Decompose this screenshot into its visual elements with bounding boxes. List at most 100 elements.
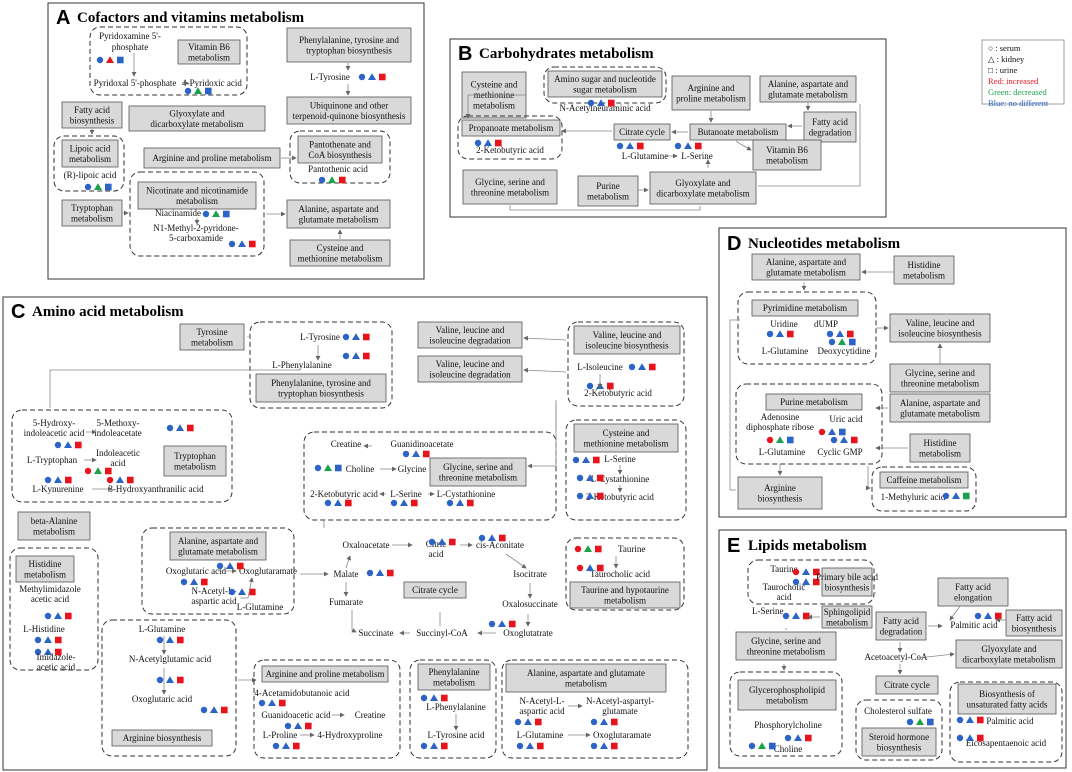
serum-marker bbox=[974, 612, 982, 620]
legend-no-different: Blue: no different bbox=[988, 98, 1049, 108]
pathway-box-label: beta-Alanine bbox=[31, 516, 77, 526]
urine-marker bbox=[177, 676, 184, 684]
urine-marker bbox=[805, 734, 812, 742]
urine-marker bbox=[977, 734, 984, 742]
label: cis-Aconitate bbox=[476, 540, 524, 550]
label: dUMP bbox=[814, 319, 838, 329]
label: L-Glutamine bbox=[759, 447, 806, 457]
pathway-box-label: Phenylalanine bbox=[429, 667, 480, 677]
urine-marker bbox=[509, 620, 516, 628]
kidney-marker bbox=[586, 474, 594, 481]
urine-marker bbox=[595, 545, 602, 553]
arginine-pro-group bbox=[253, 659, 401, 759]
legend-kidney: △ : kidney bbox=[988, 54, 1025, 64]
pathway-box-label: Alanine, aspartate and bbox=[298, 204, 379, 214]
urine-marker bbox=[379, 73, 386, 81]
kidney-marker bbox=[294, 722, 302, 729]
pathway-box-label: glutamate metabolism bbox=[768, 89, 848, 99]
panel-letter: B bbox=[458, 43, 472, 65]
label: Oxaloacetate bbox=[343, 540, 390, 550]
pathway-box-label: metabolism bbox=[24, 569, 66, 579]
pathway-box bbox=[255, 373, 387, 403]
label: L-Glutamine bbox=[517, 730, 564, 740]
urine-marker bbox=[345, 499, 352, 507]
pathway-box-label: Alanine, aspartate and bbox=[768, 79, 849, 89]
pathway-box-label: Purine bbox=[596, 181, 620, 191]
urine-marker bbox=[995, 612, 1002, 620]
pathway-box-label: metabolism bbox=[433, 677, 475, 687]
urine-marker bbox=[499, 534, 506, 542]
kidney-marker bbox=[952, 492, 960, 499]
kidney-marker bbox=[352, 333, 360, 340]
pathway-box bbox=[286, 199, 391, 229]
purine-group bbox=[735, 383, 883, 465]
pathway-box bbox=[879, 471, 969, 489]
pathway-box-label: metabolism bbox=[71, 213, 113, 223]
pathway-box bbox=[429, 457, 527, 487]
serum-marker bbox=[318, 176, 326, 184]
serum-marker bbox=[574, 545, 582, 553]
pathway-box bbox=[821, 567, 873, 597]
serum-marker bbox=[628, 363, 636, 371]
urine-marker bbox=[593, 456, 600, 464]
pathway-box bbox=[169, 531, 267, 561]
pathway-box bbox=[417, 355, 523, 383]
histidine-group bbox=[9, 547, 99, 671]
pathway-box-label: glutamate metabolism bbox=[178, 546, 258, 556]
label: Palmitic acid bbox=[986, 716, 1034, 726]
label: L-Serine bbox=[390, 489, 422, 499]
pathway-box-label: Propanoate metabolism bbox=[469, 123, 554, 133]
serum-marker bbox=[258, 699, 266, 707]
urine-marker bbox=[769, 742, 776, 750]
pathway-box-label: methionine metabolism bbox=[584, 438, 669, 448]
pathway-box bbox=[128, 105, 266, 132]
urine-marker bbox=[611, 718, 618, 726]
serum-marker bbox=[826, 330, 834, 338]
serum-marker bbox=[184, 87, 192, 95]
label: L-Histidine bbox=[23, 624, 65, 634]
pathway-box-label: metabolism bbox=[587, 191, 629, 201]
pathway-box bbox=[547, 70, 663, 98]
serum-marker bbox=[84, 183, 92, 191]
serum-marker bbox=[358, 73, 366, 81]
label: Creatine bbox=[331, 439, 362, 449]
urine-marker bbox=[535, 718, 542, 726]
pyrimidine-group bbox=[737, 291, 877, 365]
pathway-box-label: Alanine, aspartate and bbox=[766, 257, 847, 267]
urine-marker bbox=[237, 562, 244, 570]
label: L-Tyrosine bbox=[310, 72, 350, 82]
pathway-box-label: glutamate metabolism bbox=[900, 408, 980, 418]
label: N1-Methyl-2-pyridone- bbox=[153, 223, 238, 233]
pathway-box-label: Arginine and bbox=[687, 83, 735, 93]
kidney-marker bbox=[586, 492, 594, 499]
pathway-box-label: Glycine, serine and bbox=[475, 177, 545, 187]
serum-marker bbox=[514, 718, 522, 726]
serum-marker bbox=[428, 538, 436, 546]
pathway-box-label: metabolism bbox=[69, 154, 111, 164]
serum-marker bbox=[228, 240, 236, 248]
label: Succinyl-CoA bbox=[416, 628, 468, 638]
urine-marker bbox=[597, 492, 604, 500]
kidney-marker bbox=[116, 476, 124, 483]
pathway-box-label: Valine, leucine and bbox=[906, 318, 975, 328]
kidney-marker bbox=[54, 612, 62, 619]
urine-marker bbox=[537, 742, 544, 750]
serum-marker bbox=[34, 648, 42, 656]
pathway-box-label: Purine metabolism bbox=[780, 397, 848, 407]
label: L-Isoleucine bbox=[577, 362, 622, 372]
pathway-box-label: dicarboxylate metabolism bbox=[150, 119, 243, 129]
urine-marker bbox=[849, 338, 856, 346]
kidney-marker bbox=[324, 464, 332, 471]
serum-marker bbox=[180, 578, 188, 586]
pathway-box bbox=[177, 39, 241, 65]
pathway-box-label: metabolism bbox=[174, 461, 216, 471]
label: N-Acetylglutamic acid bbox=[129, 654, 212, 664]
pathway-box-label: Vitamin B6 bbox=[188, 42, 230, 52]
serum-marker bbox=[156, 636, 164, 644]
kidney-marker bbox=[584, 545, 592, 552]
serum-marker bbox=[828, 338, 836, 346]
panel-letter: C bbox=[11, 301, 25, 323]
serum-marker bbox=[284, 722, 292, 730]
urine-marker bbox=[441, 694, 448, 702]
